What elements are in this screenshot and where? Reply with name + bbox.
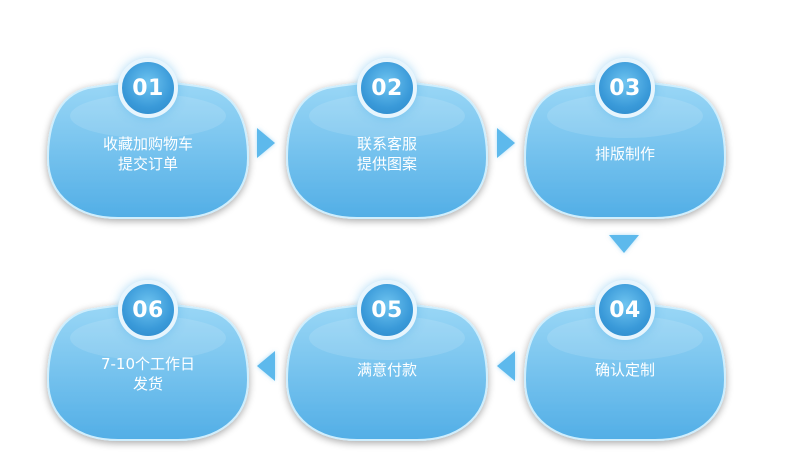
- step-label: 确认定制: [525, 360, 725, 380]
- step-label-line-2: 提交订单: [117, 155, 178, 173]
- step-label-line-2: 发货: [132, 375, 163, 393]
- step-number: 06: [132, 297, 164, 323]
- cloud-shape: [46, 58, 250, 228]
- arrow-down-icon: [609, 235, 639, 253]
- step-label-line-1: 满意付款: [356, 361, 417, 379]
- step-label-line-1: 联系客服: [356, 135, 417, 153]
- step-number: 03: [609, 75, 641, 101]
- arrow-right-icon: [497, 128, 515, 158]
- step-number-badge: 03: [595, 58, 655, 118]
- step-label: 联系客服 提供图案: [287, 134, 487, 174]
- step-label: 满意付款: [287, 360, 487, 380]
- step-01: 01 收藏加购物车 提交订单: [46, 58, 250, 228]
- step-number-badge: 05: [357, 280, 417, 340]
- step-number-badge: 06: [118, 280, 178, 340]
- step-label-line-2: 提供图案: [356, 155, 417, 173]
- arrow-left-icon: [497, 351, 515, 381]
- step-label-line-1: 确认定制: [594, 361, 655, 379]
- step-04: 04 确认定制: [523, 280, 727, 450]
- step-05: 05 满意付款: [285, 280, 489, 450]
- step-label: 收藏加购物车 提交订单: [48, 134, 248, 174]
- step-number: 04: [609, 297, 641, 323]
- cloud-shape: [523, 58, 727, 228]
- step-02: 02 联系客服 提供图案: [285, 58, 489, 228]
- step-number-badge: 02: [357, 58, 417, 118]
- step-label: 排版制作: [525, 144, 725, 164]
- step-label-line-1: 排版制作: [594, 145, 655, 163]
- step-number-badge: 01: [118, 58, 178, 118]
- step-number: 05: [371, 297, 403, 323]
- cloud-graphic: [523, 80, 727, 219]
- step-number: 02: [371, 75, 403, 101]
- step-label-line-1: 收藏加购物车: [102, 135, 193, 153]
- step-number: 01: [132, 75, 164, 101]
- step-03: 03 排版制作: [523, 58, 727, 228]
- step-06: 06 7-10个工作日 发货: [46, 280, 250, 450]
- cloud-graphic: [46, 80, 250, 219]
- step-number-badge: 04: [595, 280, 655, 340]
- arrow-right-icon: [257, 128, 275, 158]
- arrow-left-icon: [257, 351, 275, 381]
- step-label: 7-10个工作日 发货: [48, 354, 248, 394]
- step-label-line-1: 7-10个工作日: [100, 355, 196, 373]
